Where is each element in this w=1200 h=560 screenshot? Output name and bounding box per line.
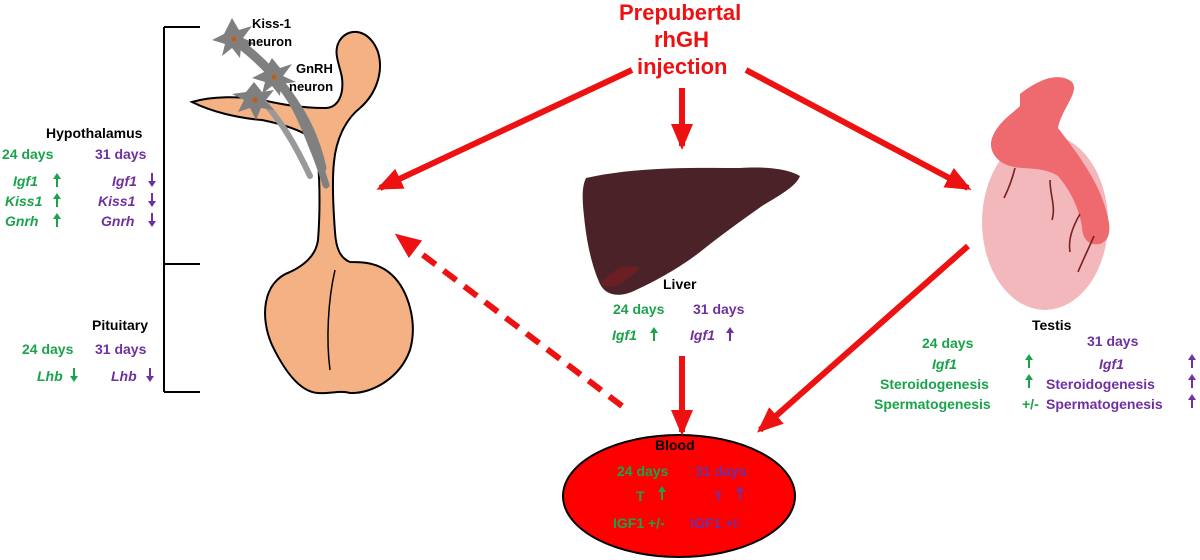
gnrh-neuron-nucleus	[271, 74, 277, 80]
testis-row1-31-arrow	[1188, 374, 1196, 388]
liver-lobe-shadow	[600, 265, 640, 287]
arrow-injection-to-hypothalamus	[376, 67, 634, 191]
arrow-injection-to-testis	[744, 67, 972, 191]
pituitary-col24: 24 days	[22, 341, 74, 357]
hypothalamus-kiss1-31-arrow	[148, 193, 156, 207]
change-arrows	[53, 173, 1196, 500]
hypothalamus-igf1-31-arrow	[148, 173, 156, 187]
kiss1-label-line2: neuron	[248, 34, 293, 49]
testis-vessel-2	[1049, 179, 1055, 221]
blood-ellipse	[562, 434, 796, 558]
testis-illustration	[982, 77, 1110, 310]
testis-vessel-4	[1077, 235, 1095, 273]
title-line2: rhGH	[654, 27, 709, 52]
arrow-blood-to-pituitary-dashed	[394, 233, 624, 409]
brain-pituitary-illustration	[189, 18, 414, 395]
gnrh-label-line1: GnRH	[296, 61, 333, 76]
testis-row-spermatogenesis-24: Spermatogenesis	[874, 396, 991, 412]
title-line1: Prepubertal	[619, 0, 742, 25]
hypothalamus-igf1-24-arrow	[53, 173, 61, 187]
kiss1-neuron-nucleus	[231, 36, 237, 42]
blood-igf1-31: IGF1 +/-	[690, 515, 742, 531]
liver-illustration	[582, 167, 800, 295]
pituitary-lobe-divider	[327, 269, 336, 371]
blood-igf1-24: IGF1 +/-	[613, 515, 665, 531]
third-neuron-nucleus	[252, 97, 258, 103]
region-bracket	[163, 26, 200, 393]
blood-t-24: T	[636, 488, 645, 504]
brain-base-shape	[189, 30, 414, 395]
hypothalamus-label: Hypothalamus	[46, 125, 143, 141]
title-line3: injection	[637, 54, 728, 79]
pituitary-lhb-24-arrow	[70, 368, 78, 382]
liver-gene-igf1-31: Igf1	[690, 327, 715, 343]
hypothalamus-gene-igf1-24: Igf1	[13, 173, 38, 189]
pituitary-gene-lhb-31: Lhb	[111, 368, 137, 384]
blood-t-31-arrow	[736, 486, 744, 500]
arrow-testis-to-blood	[757, 243, 970, 433]
hypothalamus-col31: 31 days	[95, 146, 147, 162]
testis-label: Testis	[1032, 317, 1072, 333]
testis-row-spermatogenesis-31: Spermatogenesis	[1046, 396, 1163, 412]
liver-label: Liver	[663, 276, 697, 292]
blood-t-31: T	[714, 488, 723, 504]
testis-row-steroidogenesis-24: Steroidogenesis	[880, 376, 989, 392]
hypothalamus-gene-gnrh-31: Gnrh	[101, 213, 135, 229]
blood-t-24-arrow	[658, 486, 666, 500]
testis-spermatogenesis-24-change: +/-	[1022, 396, 1039, 412]
kiss1-label-line1: Kiss-1	[252, 16, 292, 31]
hypothalamus-gene-gnrh-24: Gnrh	[5, 213, 39, 229]
testis-row2-31-arrow	[1188, 394, 1196, 408]
neuron-axon-lower	[268, 72, 330, 189]
testis-row0-31-arrow	[1188, 354, 1196, 368]
gnrh-label-line2: neuron	[289, 79, 334, 94]
hypothalamus-kiss1-24-arrow	[53, 193, 61, 207]
hypothalamus-gene-kiss1-31: Kiss1	[98, 193, 136, 209]
hypothalamus-gene-igf1-31: Igf1	[112, 173, 137, 189]
blood-label: Blood	[655, 437, 695, 453]
epididymis	[990, 77, 1110, 245]
testis-col24: 24 days	[922, 335, 974, 351]
pituitary-lhb-31-arrow	[146, 368, 154, 382]
testis-vessel-3	[1068, 213, 1081, 253]
hypothalamus-gnrh-24-arrow	[53, 213, 61, 227]
testis-row0-24-arrow	[1025, 354, 1033, 368]
liver-col24: 24 days	[613, 301, 665, 317]
testis-row-igf1-24: Igf1	[932, 356, 957, 372]
testis-row-steroidogenesis-31: Steroidogenesis	[1046, 376, 1155, 392]
liver-gene-igf1-24: Igf1	[612, 327, 637, 343]
testis-row1-24-arrow	[1025, 374, 1033, 388]
hypothalamus-gnrh-31-arrow	[148, 213, 156, 227]
liver-col31: 31 days	[693, 301, 745, 317]
blood-col31: 31 days	[695, 463, 747, 479]
liver-igf1-24-arrow	[650, 327, 658, 341]
liver-igf1-31-arrow	[726, 327, 734, 341]
hypothalamus-col24: 24 days	[2, 146, 54, 162]
pituitary-gene-lhb-24: Lhb	[37, 368, 63, 384]
testis-col31: 31 days	[1087, 333, 1139, 349]
blood-col24: 24 days	[617, 463, 669, 479]
testis-row-igf1-31: Igf1	[1099, 356, 1124, 372]
pituitary-label: Pituitary	[92, 317, 149, 333]
testis-vessel-1	[1003, 167, 1016, 199]
pathway-arrows	[376, 67, 972, 436]
hypothalamus-gene-kiss1-24: Kiss1	[5, 193, 43, 209]
pituitary-col31: 31 days	[95, 341, 147, 357]
